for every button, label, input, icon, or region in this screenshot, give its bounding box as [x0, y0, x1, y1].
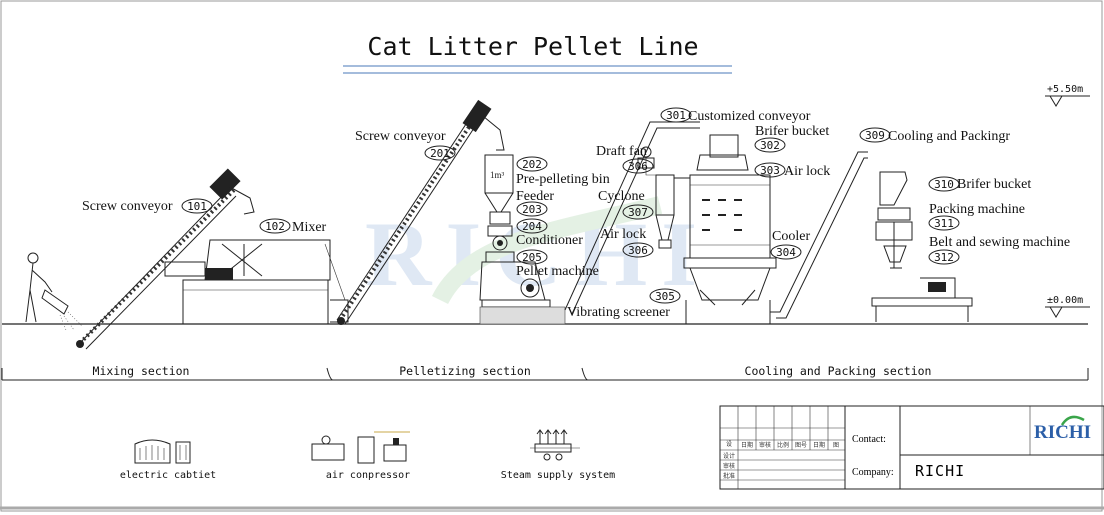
utility-air-compressor: air conpressor — [311, 431, 410, 481]
company-label: Company: — [852, 467, 894, 478]
tb-col-label: 日期 — [741, 441, 753, 449]
tag-312: 312 — [934, 251, 954, 264]
label-belt-sewing-312: Belt and sewing machine — [929, 235, 1070, 250]
title-block: 设 设计 审核 批准 日期 审核 比例 图号 日期 图 Contact: Com… — [719, 405, 1104, 490]
screw-conveyor-101 — [76, 168, 255, 350]
tag-301: 301 — [666, 109, 686, 122]
logo-leaf-icon — [1060, 415, 1085, 426]
label-air-compressor: air conpressor — [326, 470, 410, 481]
screw-conveyor-201 — [336, 99, 505, 325]
tag-204: 204 — [522, 220, 542, 233]
tb-row-label: 批准 — [723, 472, 735, 480]
pellet-mill-stack: 1m³ — [479, 154, 566, 325]
drawing-title: Cat Litter Pellet Line — [367, 32, 698, 61]
callouts: Screw conveyor 101 102 Mixer Screw conve… — [82, 107, 1070, 320]
tb-col-label: 比例 — [777, 441, 789, 449]
tag-303: 303 — [760, 164, 780, 177]
cooler-304 — [683, 134, 777, 324]
tag-302: 302 — [760, 139, 780, 152]
mixer-102 — [164, 239, 349, 325]
contact-label: Contact: — [852, 434, 886, 445]
label-cyclone-307: Cyclone — [598, 189, 645, 204]
label-draft-fan-306: Draft fan — [596, 144, 647, 159]
label-pre-pelleting-bin-202: Pre-pelleting bin — [516, 172, 610, 187]
elevation-triangle-icon — [1049, 306, 1063, 318]
label-air-lock-303: Air lock — [784, 164, 830, 179]
richi-logo: RICHI — [1034, 415, 1091, 443]
utility-steam-supply: Steam supply system — [501, 429, 615, 481]
label-cooler-304: Cooler — [772, 229, 810, 244]
tag-309: 309 — [865, 129, 885, 142]
company-value: RICHI — [915, 462, 965, 480]
label-pellet-machine-205: Pellet machine — [516, 264, 599, 279]
elevation-ground: ±0.00m — [1045, 295, 1090, 318]
tb-row-label: 设 — [726, 440, 732, 448]
label-customized-conveyor-301: Customized conveyor — [688, 109, 811, 124]
label-vibrating-screener-305: Vibrating screener — [567, 305, 670, 320]
utility-electric-cabinet: electric cabtiet — [120, 439, 216, 481]
tag-306: 306 — [628, 160, 648, 173]
tag-306-air-lock: 306 — [628, 244, 648, 257]
elevation-triangle-icon — [1049, 95, 1063, 107]
tag-201: 201 — [430, 147, 450, 160]
elevation-top-label: +5.50m — [1047, 84, 1083, 95]
tb-col-label: 审核 — [759, 441, 771, 449]
richi-logo-text: RICHI — [1034, 422, 1091, 443]
tb-col-label: 图号 — [795, 442, 807, 449]
tb-col-label: 日期 — [813, 441, 825, 449]
packing-machine-311 — [871, 171, 973, 322]
label-brifer-bucket-302: Brifer bucket — [755, 124, 829, 139]
elevation-ground-label: ±0.00m — [1047, 295, 1083, 306]
label-mixer-102: Mixer — [292, 220, 327, 235]
elevation-top: +5.50m — [1045, 84, 1090, 107]
label-packing-machine-311: Packing machine — [929, 202, 1025, 217]
tag-310: 310 — [934, 178, 954, 191]
tag-205: 205 — [522, 251, 542, 264]
tag-203: 203 — [522, 203, 542, 216]
label-conditioner-204: Conditioner — [516, 233, 583, 248]
label-electric-cabinet: electric cabtiet — [120, 470, 216, 481]
section-mixing: Mixing section — [93, 364, 190, 378]
tag-305: 305 — [655, 290, 675, 303]
worker-figure — [25, 252, 83, 331]
tag-304: 304 — [776, 246, 796, 259]
tag-311: 311 — [934, 217, 954, 230]
watermark-swoosh — [431, 196, 663, 305]
conveyor-309 — [770, 151, 868, 319]
cyclone-307 — [637, 146, 690, 249]
customized-conveyor-301 — [564, 121, 700, 315]
tb-col-label: 图 — [833, 442, 839, 449]
label-screw-conveyor-101: Screw conveyor — [82, 199, 173, 214]
tag-101: 101 — [187, 200, 207, 213]
bin-volume-label: 1m³ — [490, 170, 505, 180]
label-screw-conveyor-201: Screw conveyor — [355, 129, 446, 144]
tag-202: 202 — [522, 158, 542, 171]
section-bands: Mixing section Pelletizing section Cooli… — [1, 364, 1089, 381]
tag-307: 307 — [628, 206, 648, 219]
section-cooling-packing: Cooling and Packing section — [745, 364, 932, 378]
tb-row-label: 审核 — [723, 462, 735, 470]
label-air-lock-306: Air lock — [600, 227, 646, 242]
label-cooling-packing-309: Cooling and Packingr — [888, 129, 1010, 144]
tb-row-label: 设计 — [723, 452, 735, 460]
label-feeder-203: Feeder — [516, 189, 554, 204]
section-pelletizing: Pelletizing section — [399, 364, 531, 378]
tag-102: 102 — [265, 220, 285, 233]
label-brifer-bucket-310: Brifer bucket — [957, 177, 1031, 192]
label-steam-supply: Steam supply system — [501, 470, 615, 481]
